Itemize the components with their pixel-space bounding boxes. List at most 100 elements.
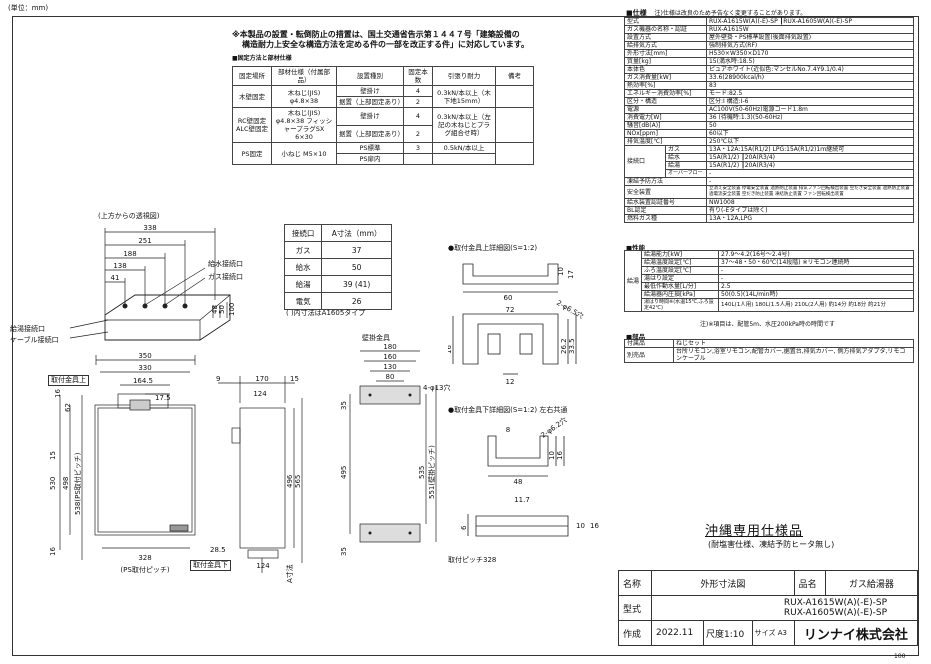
gas-inlet-label: ガス接続口 (208, 272, 243, 281)
dim-label: 138 (113, 262, 126, 270)
table-row: 熱効率[%]83 (624, 81, 915, 90)
title-block: 名称 外形寸法図 品名 ガス給湯器 型式 RUX-A1615W(A)(-E)-S… (618, 570, 919, 646)
dim-label: 33.5 (568, 338, 576, 354)
upper-bracket-label: 取付金具上 (48, 375, 89, 386)
water-inlet-label: 給水接続口 (208, 259, 243, 268)
table-row: 給湯器内圧損[kPa]50(0.5)(14L/min時) (625, 290, 914, 299)
dim-label: 6 (460, 525, 468, 530)
table-row: オーバーフロー- (625, 169, 915, 178)
table-row: 区分・構造区分:Ⅰ 構造:Ⅰ-6 (624, 97, 915, 106)
front-view: 350 330 164.5 17.5 16 62 15 530 498 538(… (49, 352, 196, 574)
table-row: BL認定有り(-Eタイプは除く) (624, 206, 915, 215)
lower-detail-dims: 8 2-φ6.2穴 10 16 48 11.7 6 10 16 (460, 416, 599, 530)
drawing-frame (12, 16, 919, 656)
dim-label: 4-φ13穴 (423, 383, 450, 392)
dim-label: 16 (590, 522, 599, 530)
table-row: 騒音[dB(A)]50 (624, 121, 915, 130)
performance-table: 給湯給湯能力[kW]27.9～4.2(16号～2.4号) 給湯温度設定[℃]37… (623, 250, 914, 312)
lower-detail-drawing: 8 2-φ6.2穴 10 16 48 11.7 6 10 16 (460, 416, 599, 537)
dim-label: 350 (138, 352, 151, 360)
dim-label: 16 (54, 389, 62, 398)
dim-label: 328 (138, 554, 151, 562)
table-row: 別売品台所リモコン,浴室リモコン,配管カバー,据置台,排気カバー, 側方排気アダ… (624, 347, 914, 363)
table-row: 最低作動水量[L/分]2.5 (625, 282, 914, 291)
upper-detail-dims: 60 10 17 2-φ6.5穴 72 16 26.2 33.5 12 (448, 267, 585, 386)
dim-label: 62 (64, 403, 72, 412)
table-row: RC壁固定 ALC壁固定 木ねじ(JIS) φ4.8×38 フィッシャープラグS… (232, 107, 534, 143)
dim-label: 9 (216, 375, 220, 383)
dim-label: 17 (567, 270, 575, 279)
table-row: 安全装置立消え安全装置 停電安全装置 過熱防止装置 排気ファン回転検出装置 空だ… (624, 185, 915, 199)
dim-label: 124 (256, 562, 270, 570)
upper-detail-drawing: 60 10 17 2-φ6.5穴 72 16 26.2 33.5 12 (448, 263, 585, 386)
mount-pitch-label: 取付ピッチ328 (448, 556, 497, 564)
table-row: 木壁固定 木ねじ(JIS) φ4.8×38 壁掛け 4 0.3kN/本以上（木下… (232, 85, 534, 108)
dim-label: 10 (576, 522, 585, 530)
perf-heading: ■性能 (626, 244, 646, 252)
okinawa-spec-subtitle: (耐塩害仕様、凍結予防ヒータ無し) (708, 540, 835, 549)
dim-label: 160 (383, 353, 396, 361)
dim-label: 10 (557, 267, 565, 276)
dim-label: 28.5 (210, 546, 226, 554)
lower-detail-title: ●取付金具下詳細図(S=1:2) 左右共通 (448, 406, 568, 414)
dim-label: 495 (340, 466, 348, 479)
dim-label: 100 (228, 303, 236, 316)
upper-detail-title: ●取付金具上詳細図(S=1:2) (448, 244, 538, 252)
table-row: エネルギー消費効率[%]モード:82.5 (624, 89, 915, 98)
dim-label: 188 (123, 250, 136, 258)
table-row: 型式 RUX-A1615W(A)(-E)-SP RUX-A1605W(A)(-E… (618, 595, 918, 621)
dim-label: 530 (49, 477, 57, 490)
table-row: 据置（上部固定あり） 2 (233, 96, 534, 108)
dim-label: 551(壁掛ピッチ) (427, 445, 436, 499)
fixing-title: ■固定方法と部材仕様 (232, 55, 292, 62)
page-number: 100 (894, 653, 906, 660)
hot-water-outlet-label: 給湯接続口 (10, 324, 45, 333)
dim-label: 10 (548, 451, 556, 460)
cable-inlet-label: ケーブル接続口 (10, 335, 59, 344)
dim-label: 80 (386, 373, 395, 381)
wall-bracket-view: 180 160 130 80 4-φ13穴 495 535 551(壁掛ピッチ)… (340, 344, 450, 556)
dim-label: 48 (514, 478, 523, 486)
wall-bracket-dims: 180 160 130 80 4-φ13穴 495 535 551(壁掛ピッチ)… (340, 344, 450, 556)
side-dims: 9 170 15 124 496 565 28.5 124 A寸法 (210, 375, 302, 583)
table-row: 排気温度[℃]250℃以下 (624, 137, 915, 146)
table-row: 質量[kg]15(満水時:18.5) (624, 57, 915, 66)
spec-heading: ■仕様 注)仕様は改良のため予告なく変更することがあります。 (626, 9, 807, 17)
dim-label: 170 (255, 375, 268, 383)
dim-label: 330 (138, 364, 151, 372)
table-row: NOx[ppm]60以下 (624, 129, 915, 138)
perspective-dims: 338 251 188 138 41 48 50 100 給水接続口 ガス接続口… (10, 224, 243, 344)
table-row: ガス消費量[kW]33.6(28900kcal/h) (624, 73, 915, 82)
table-row: 本体色ピュアホワイト(近似色:マンセルNo.7.4Y9.1/0.4) (624, 65, 915, 74)
wall-bracket-title: 壁掛金具 (362, 334, 390, 342)
okinawa-spec-title: 沖縄専用仕様品 (705, 524, 804, 539)
dim-label: 12 (506, 378, 515, 386)
dim-label: 48 (211, 305, 219, 314)
dim-label: 124 (253, 390, 267, 398)
table-row: 給排気方式強制排気方式(RF) (624, 41, 915, 50)
table-row: 外形寸法[mm]H530×W350×D170 (624, 49, 915, 58)
dim-label: 35 (340, 401, 348, 410)
dim-label: 11.7 (514, 496, 530, 504)
fixing-table: 固定場所 部材仕様（付属部品） 設置種別 固定本数 引張り耐力 備考 木壁固定 … (232, 66, 534, 165)
table-row: 給湯温度設定[℃]37～48・50・60℃(14段階) ※リモコン連続時 (625, 258, 914, 267)
table-row: 設置方式屋外壁掛・PS標準設置(後面排気設置) (624, 33, 915, 42)
dim-label: 17.5 (155, 394, 171, 402)
dim-label: 251 (138, 237, 151, 245)
dim-label: 538(PS取付ピッチ) (73, 452, 82, 515)
table-row: 消費電力[W]36 (待機時:1.3)(50-60Hz) (624, 113, 915, 122)
dim-label: 72 (506, 306, 515, 314)
table-row: 据置（上部固定あり） 2 (233, 124, 534, 143)
dim-label: 16 (556, 451, 564, 460)
installation-notice: ※本製品の設置・転倒防止の措置は、国土交通省告示第１４４７号「建築設備の 構造耐… (232, 30, 529, 49)
table-row: 名称 外形寸法図 品名 ガス給湯器 (618, 570, 919, 596)
table-row: 湯はり時間※(水温15℃,ふろ設定42℃)140L(1人用) 180L(1.5人… (625, 298, 914, 312)
